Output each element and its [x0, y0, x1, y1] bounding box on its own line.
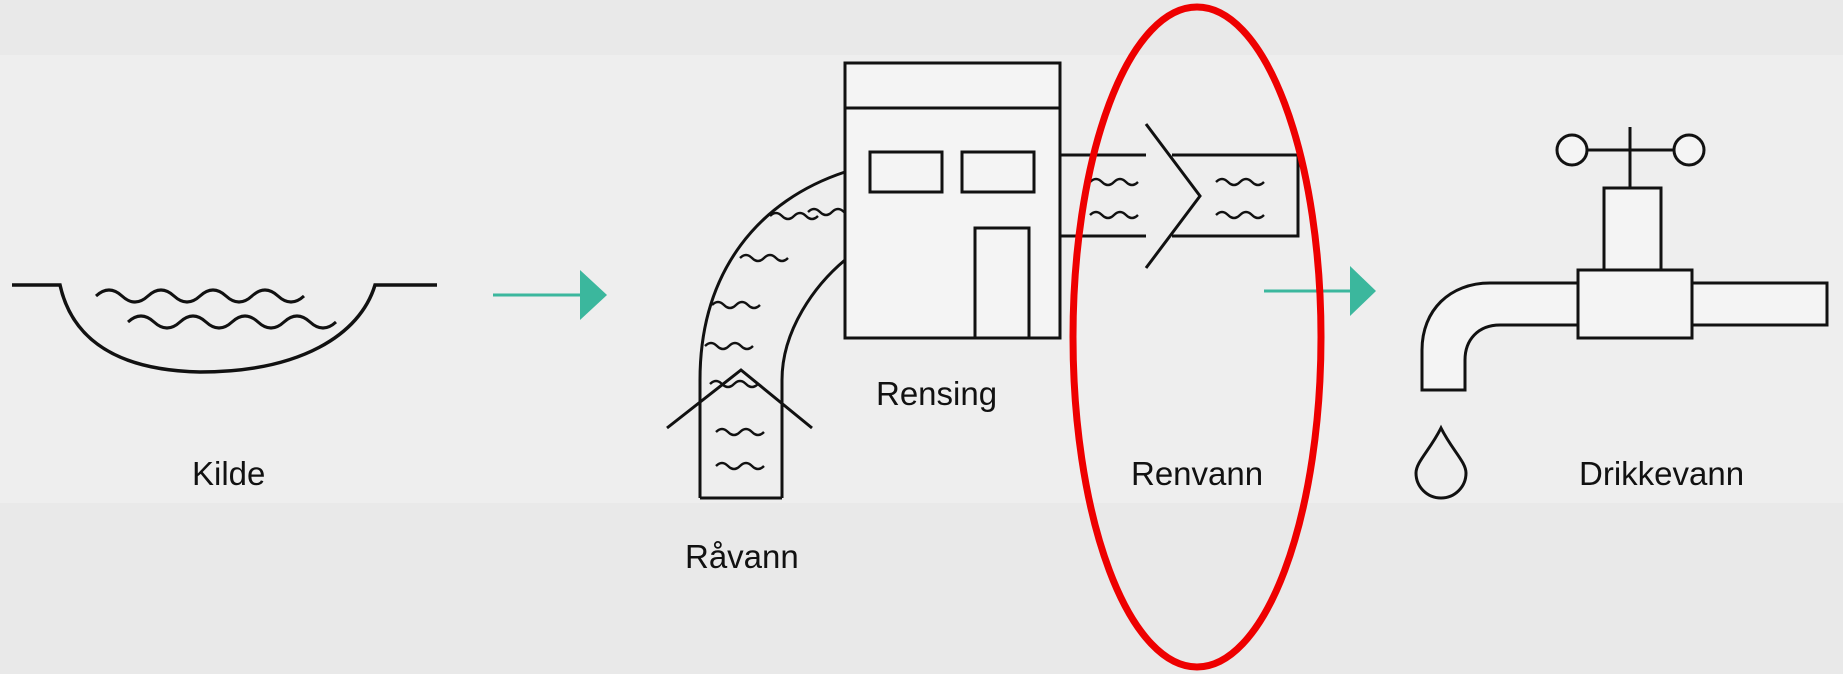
label-source: Kilde — [192, 457, 265, 490]
label-drinking-water: Drikkevann — [1579, 457, 1744, 490]
label-treatment: Rensing — [876, 377, 997, 410]
treatment-plant-icon — [845, 63, 1060, 338]
label-clean-water: Renvann — [1131, 457, 1263, 490]
label-raw-water: Råvann — [685, 540, 799, 573]
